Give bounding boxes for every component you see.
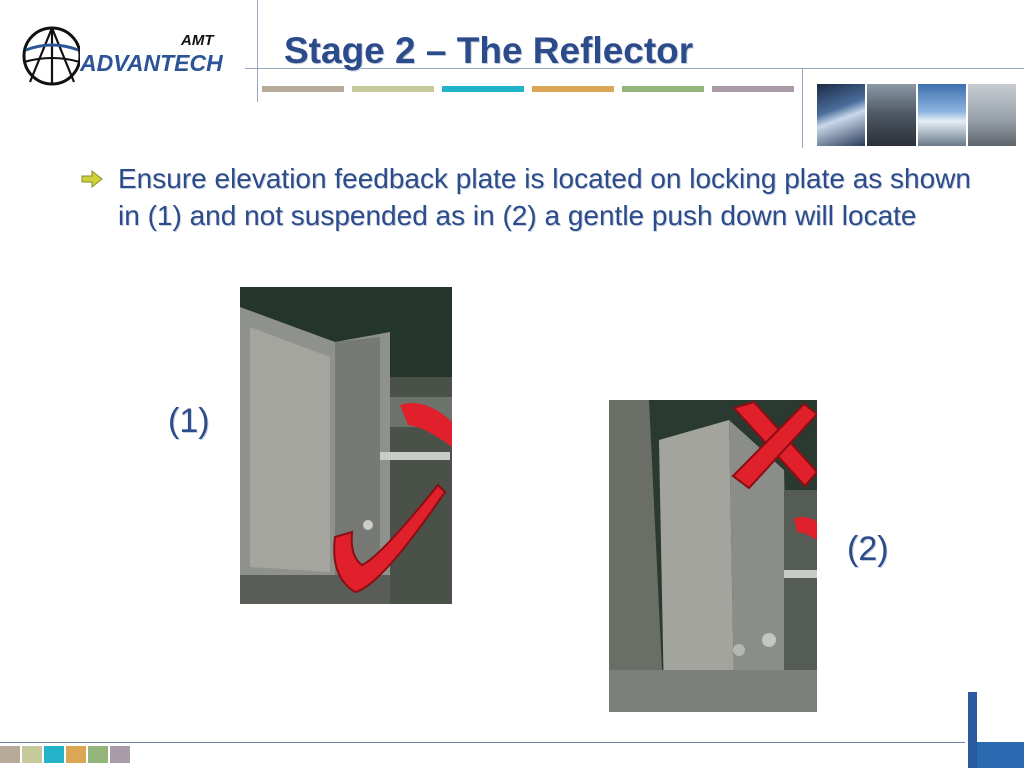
stripe	[712, 86, 794, 92]
footer-square	[22, 746, 42, 763]
antenna-globe-icon	[22, 26, 80, 86]
footer-color-squares	[0, 746, 130, 763]
photo-earth	[817, 84, 866, 146]
slide-title: Stage 2 – The Reflector	[284, 30, 694, 71]
header-divider-right	[802, 68, 803, 148]
company-logo: ADVANTECH AMT	[18, 20, 243, 90]
stripe	[442, 86, 524, 92]
photo-incorrect-image	[609, 400, 817, 712]
footer-rule	[0, 742, 965, 743]
stripe	[532, 86, 614, 92]
label-correct: (1)	[168, 402, 210, 440]
check-mark-icon	[333, 483, 447, 594]
header-rule	[245, 68, 1024, 69]
bullet-text: Ensure elevation feedback plate is locat…	[118, 163, 971, 231]
header-divider-left	[257, 0, 258, 102]
label-incorrect: (2)	[847, 530, 889, 568]
photo-person	[867, 84, 916, 146]
stripe	[352, 86, 434, 92]
footer-square	[66, 746, 86, 763]
logo-wordmark: ADVANTECH	[80, 50, 223, 76]
photo-correct-image	[240, 287, 452, 604]
stripe	[622, 86, 704, 92]
footer-square	[44, 746, 64, 763]
cross-mark-icon	[731, 400, 817, 490]
footer-square	[0, 746, 20, 763]
footer-accent-bar	[968, 692, 977, 768]
arrow-right-icon	[81, 169, 103, 189]
stripe	[262, 86, 344, 92]
photo-incorrect-position	[609, 400, 817, 712]
logo-badge: AMT	[181, 32, 214, 49]
footer-square	[110, 746, 130, 763]
footer-square	[88, 746, 108, 763]
photo-correct-position	[240, 287, 452, 604]
color-stripes	[262, 86, 794, 92]
photo-satellite-dish	[917, 84, 966, 146]
photo-walker	[967, 84, 1016, 146]
footer-accent-block	[977, 742, 1024, 768]
header-photo-strip	[817, 84, 1016, 146]
